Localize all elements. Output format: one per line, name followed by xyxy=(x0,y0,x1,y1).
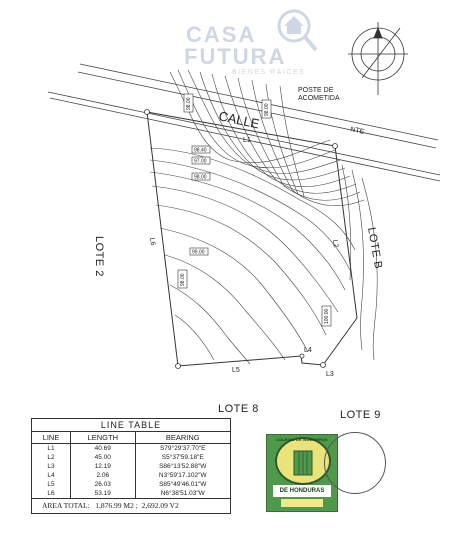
boundary-markers xyxy=(144,109,338,369)
contour-tag-3: 97.00 xyxy=(194,159,207,165)
north-arrow-icon xyxy=(348,22,408,95)
cell-line: L1 xyxy=(32,443,72,453)
cell-length: 2.06 xyxy=(70,471,136,480)
registration-stamp xyxy=(324,432,386,494)
cell-bearing: S79°29'37.70"E xyxy=(159,445,206,452)
cell-line: L2 xyxy=(32,453,72,462)
table-row: L2 45.00 S5°37'59.18"E xyxy=(32,453,230,462)
street-lines xyxy=(47,63,441,182)
contour-lines xyxy=(149,69,378,365)
table-row: L3 12.19 S86°13'52.88"W xyxy=(32,462,230,471)
line-table: LINE TABLE LINE LENGTH BEARING L1 40.69 … xyxy=(31,418,231,514)
logo-word-1: CASA xyxy=(186,22,257,47)
column-header-bearing: BEARING xyxy=(135,432,230,444)
street-post-label-2: ACOMETIDA xyxy=(298,95,340,102)
seal-band-text: DE HONDURAS xyxy=(273,485,331,497)
street-suffix-label: NTE xyxy=(350,126,365,136)
cell-line: L6 xyxy=(32,489,72,498)
table-row: L1 40.69 S79°29'37.70"E xyxy=(32,443,230,453)
street-post-label: POSTE DE xyxy=(298,87,334,94)
contour-tag-2: 98.40 xyxy=(194,148,207,154)
lot-left-label: LOTE 2 xyxy=(93,236,105,277)
area-total: AREA TOTAL: 1,876.99 M2 ; 2,692.09 V2 xyxy=(32,498,230,513)
house-magnifier-icon xyxy=(277,9,318,52)
area-total-v2: 2,692.09 V2 xyxy=(141,501,179,510)
area-total-m2: 1,876.99 M2 ; xyxy=(95,501,138,510)
table-row: L5 26.03 S85°49'46.01"W xyxy=(32,480,230,489)
contour-tag-5: 99.00 xyxy=(192,250,205,256)
contour-tag-1: 98.00 xyxy=(186,97,192,110)
table-row: L4 2.06 N3°59'17.102"W xyxy=(32,471,230,480)
table-row: L6 53.19 N6°38'51.03"W xyxy=(32,489,230,498)
cell-bearing: S85°49'46.01"W xyxy=(159,481,207,488)
cell-length: 12.19 xyxy=(70,462,136,471)
contour-tag-4: 98.00 xyxy=(194,175,207,181)
cell-line: L3 xyxy=(32,462,72,471)
edge-l4-label: L4 xyxy=(304,347,312,354)
column-header-line: LINE xyxy=(32,432,72,444)
edge-l3-label: L3 xyxy=(326,371,334,378)
edge-l6-label: L6 xyxy=(148,237,156,246)
column-header-length: LENGTH xyxy=(70,432,136,444)
cell-length: 40.69 xyxy=(70,443,136,453)
cell-length: 45.00 xyxy=(70,453,136,462)
lot-bottom-right-label: LOTE 9 xyxy=(340,409,381,421)
cell-bearing: N6°38'51.03"W xyxy=(160,490,205,497)
edge-l1-label: L1 xyxy=(243,137,251,144)
lot-right-label: LOTE B xyxy=(365,226,384,270)
logo-tagline: BIENES RAICES xyxy=(232,69,306,76)
contour-tag-6: 98.00 xyxy=(180,273,186,286)
cell-line: L5 xyxy=(32,480,72,489)
cell-length: 26.03 xyxy=(70,480,136,489)
lot-bottom-label: LOTE 8 xyxy=(218,403,259,415)
cell-line: L4 xyxy=(32,471,72,480)
edge-l5-label: L5 xyxy=(232,367,240,374)
seal-foot xyxy=(281,499,323,507)
seal-ring xyxy=(275,437,331,485)
seal-top-text: COLEGIO DE INGENIEROS xyxy=(276,437,328,442)
cell-bearing: S5°37'59.18"E xyxy=(161,454,204,461)
seal-emblem-icon xyxy=(293,450,313,476)
contour-tags xyxy=(177,93,332,327)
lot-boundary xyxy=(146,111,358,367)
edge-l2-label: L2 xyxy=(331,239,339,248)
company-logo: CASA FUTURA BIENES RAICES xyxy=(180,9,330,76)
contour-tag-7: 100.00 xyxy=(324,308,330,324)
line-table-grid: LINE LENGTH BEARING L1 40.69 S79°29'37.7… xyxy=(32,432,230,498)
line-table-title: LINE TABLE xyxy=(32,419,230,432)
cell-bearing: N3°59'17.102"W xyxy=(158,472,207,479)
cell-bearing: S86°13'52.88"W xyxy=(159,463,207,470)
logo-word-2: FUTURA xyxy=(184,44,287,69)
cell-length: 53.19 xyxy=(70,489,136,498)
area-total-label: AREA TOTAL: xyxy=(42,501,90,510)
contour-tag-8: 98.00 xyxy=(264,103,270,116)
